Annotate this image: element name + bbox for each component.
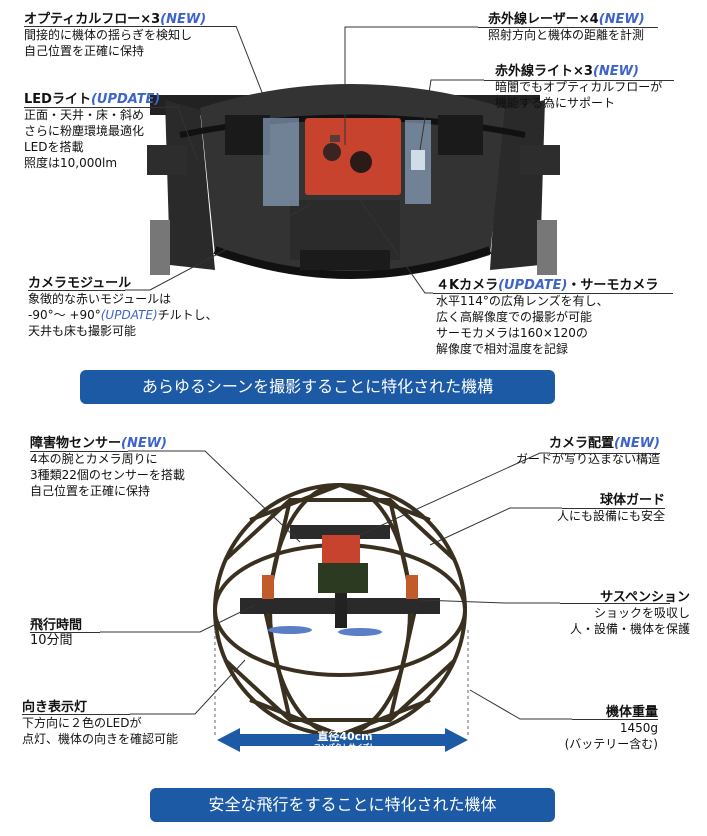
camera-module-line-3: 天井も床も撮影可能 [28,324,137,338]
led-line-3: LEDを搭載 [24,140,84,154]
obstacle-line-3: 自己位置を正確に保持 [30,484,151,498]
camera-4k-callout: ４Kカメラ(UPDATE)・サーモカメラ 水平114°の広角レンズを有し、 広く… [436,278,658,357]
camera-module-callout: カメラモジュール 象徴的な赤いモジュールは -90°～ +90°(UPDATE)… [28,276,218,339]
camera-place-callout: カメラ配置(NEW) ガードが写り込まない構造 [505,436,660,467]
camera-4k-line-1: 水平114°の広角レンズを有し、 [436,294,609,308]
led-title: LEDライト [24,92,91,107]
led-callout: LEDライト(UPDATE) 正面・天井・床・斜め さらに粉塵環境最適化 LED… [24,92,160,171]
obstacle-line-1: 4本の腕とカメラ周りに [30,452,158,466]
direction-light-line-1: 下方向に２色のLEDが [22,716,142,730]
camera-4k-title: ４Kカメラ [436,278,499,293]
top-banner: あらゆるシーンを撮影することに特化された機構 [80,370,555,404]
camera-4k-line-4: 解像度で相対温度を記録 [436,342,569,356]
optical-flow-title: オプティカルフロー×3 [24,12,161,27]
diameter-value: 直径40cm [317,730,373,743]
camera-module-line-1: 象徴的な赤いモジュールは [28,292,172,306]
direction-light-title: 向き表示灯 [22,700,88,715]
ir-laser-line-1: 照射方向と機体の距離を計測 [488,28,645,42]
camera-4k-tag: (UPDATE) [498,278,568,293]
drone-top-photo [147,84,560,279]
ir-light-line-1: 暗闇でもオプティカルフローが [495,80,663,94]
ir-laser-callout: 赤外線レーザー×4(NEW) 照射方向と機体の距離を計測 [488,12,645,43]
optical-flow-tag: (NEW) [160,12,207,27]
ir-laser-title: 赤外線レーザー×4 [488,12,599,27]
led-tag: (UPDATE) [90,92,161,107]
camera-4k-title-suffix: ・サーモカメラ [567,278,659,293]
ir-light-line-2: 機能する為にサポート [495,96,616,110]
obstacle-line-2: 3種類22個のセンサーを搭載 [30,468,185,482]
ir-light-tag: (NEW) [592,64,639,79]
sphere-guard-title: 球体ガード [599,493,665,508]
sphere-guard-callout: 球体ガード 人にも設備にも安全 [525,493,665,524]
camera-module-title: カメラモジュール [28,276,132,291]
obstacle-title: 障害物センサー [30,436,122,451]
led-line-4: 照度は10,000lm [24,156,118,170]
optical-flow-line-1: 間接的に機体の揺らぎを検知し [24,28,193,42]
ir-light-callout: 赤外線ライト×3(NEW) 暗闇でもオプティカルフローが 機能する為にサポート [495,64,662,111]
camera-place-title: カメラ配置 [549,436,615,451]
diameter-arrow [217,728,468,752]
sphere-guard-line-1: 人にも設備にも安全 [556,509,665,523]
diameter-label: 直径40cm コンパクトサイズ！ [295,731,395,752]
weight-line-2: (バッテリー含む) [564,737,658,751]
camera-place-tag: (NEW) [614,436,660,451]
flight-time-title: 飛行時間 [30,618,83,633]
ir-laser-tag: (NEW) [598,12,645,27]
bottom-banner: 安全な飛行をすることに特化された機体 [150,788,555,822]
suspension-title: サスペンション [600,590,690,605]
weight-callout: 機体重量 1450g (バッテリー含む) [540,705,658,752]
camera-module-line-2b: チルトし、 [157,308,218,322]
weight-line-1: 1450g [619,721,658,735]
ir-light-title: 赤外線ライト×3 [495,64,593,79]
obstacle-tag: (NEW) [121,436,167,451]
led-line-1: 正面・天井・床・斜め [24,108,145,122]
suspension-line-2: 人・設備・機体を保護 [569,622,690,636]
led-line-2: さらに粉塵環境最適化 [24,124,145,138]
camera-module-line-2: -90°～ +90° [28,308,101,322]
suspension-line-1: ショックを吸収し [593,606,690,620]
flight-time-line-1: 10分間 [30,633,73,648]
camera-place-line-1: ガードが写り込まない構造 [515,452,660,466]
optical-flow-callout: オプティカルフロー×3(NEW) 間接的に機体の揺らぎを検知し 自己位置を正確に… [24,12,206,59]
camera-4k-line-2: 広く高解像度での撮影が可能 [436,310,593,324]
flight-time-callout: 飛行時間 10分間 [30,618,82,649]
suspension-callout: サスペンション ショックを吸収し 人・設備・機体を保護 [540,590,690,637]
camera-4k-line-3: サーモカメラは160×120の [436,326,588,340]
drone-cage-body [240,525,440,636]
direction-light-line-2: 点灯、機体の向きを確認可能 [22,732,179,746]
diameter-sub: コンパクトサイズ！ [313,743,377,751]
optical-flow-line-2: 自己位置を正確に保持 [24,44,145,58]
weight-title: 機体重量 [605,705,658,720]
camera-module-tag: (UPDATE) [100,308,158,322]
obstacle-callout: 障害物センサー(NEW) 4本の腕とカメラ周りに 3種類22個のセンサーを搭載 … [30,436,185,499]
direction-light-callout: 向き表示灯 下方向に２色のLEDが 点灯、機体の向きを確認可能 [22,700,178,747]
